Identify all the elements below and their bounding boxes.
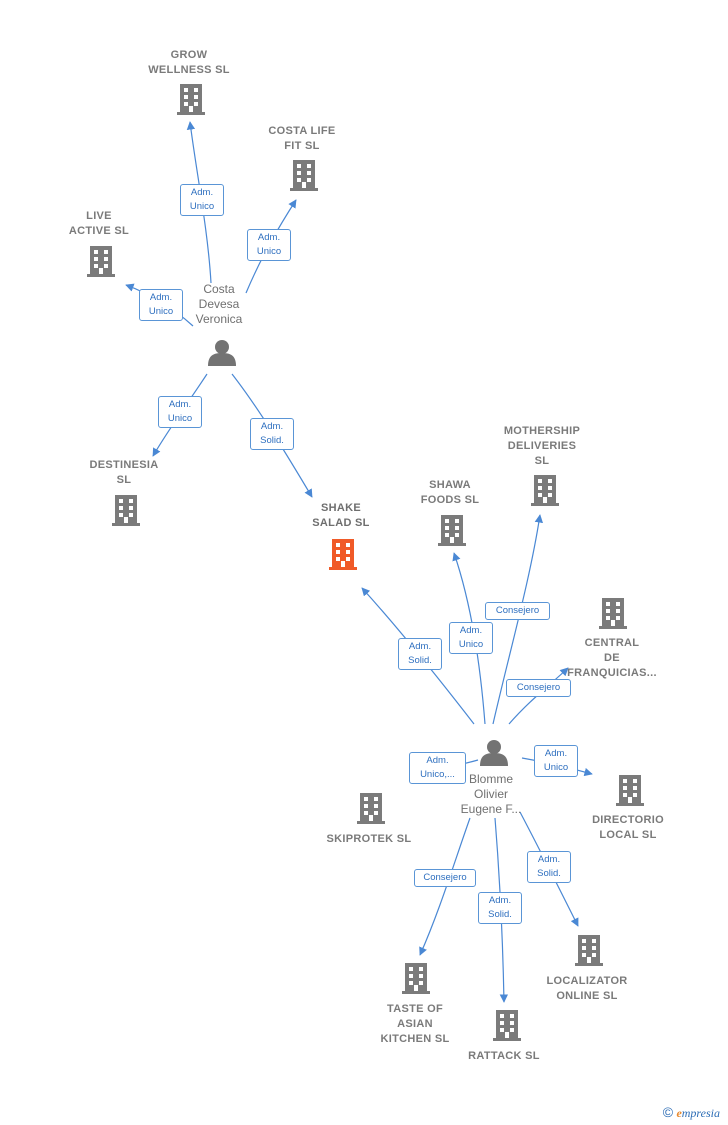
company-label-taste[interactable]: TASTE OF ASIAN KITCHEN SL <box>380 1003 450 1045</box>
edge-label-blomme-localizator[interactable]: Adm. Solid. <box>527 851 571 883</box>
edge-label-blomme-shake[interactable]: Adm. Solid. <box>398 638 442 670</box>
company-label-destinesia[interactable]: DESTINESIA SL <box>89 459 159 486</box>
company-label-rattack[interactable]: RATTACK SL <box>468 1050 540 1062</box>
blomme-person-icon[interactable] <box>480 740 508 766</box>
edge-label-costa-shake[interactable]: Adm. Solid. <box>250 418 294 450</box>
live-building-icon[interactable] <box>87 246 115 277</box>
costa-person-icon[interactable] <box>208 340 236 366</box>
company-label-shake[interactable]: SHAKE SALAD SL <box>312 502 370 529</box>
edge-label-blomme-mothership[interactable]: Consejero <box>485 602 550 620</box>
central-building-icon[interactable] <box>599 598 627 629</box>
mothership-building-icon[interactable] <box>531 475 559 506</box>
grow-building-icon[interactable] <box>177 84 205 115</box>
company-label-shawa[interactable]: SHAWA FOODS SL <box>420 479 480 506</box>
skiprotek-building-icon[interactable] <box>357 793 385 824</box>
edge-label-blomme-directorio[interactable]: Adm. Unico <box>534 745 578 777</box>
edge-label-costa-live[interactable]: Adm. Unico <box>139 289 183 321</box>
edge-label-blomme-taste[interactable]: Consejero <box>414 869 476 887</box>
edge-label-blomme-shawa[interactable]: Adm. Unico <box>449 622 493 654</box>
company-label-directorio[interactable]: DIRECTORIO LOCAL SL <box>592 814 664 841</box>
company-label-central[interactable]: CENTRAL DE FRANQUICIAS... <box>567 637 657 679</box>
shake-building-icon[interactable] <box>329 539 357 570</box>
edge-label-blomme-central[interactable]: Consejero <box>506 679 571 697</box>
rattack-building-icon[interactable] <box>493 1010 521 1041</box>
directorio-building-icon[interactable] <box>616 775 644 806</box>
destinesia-building-icon[interactable] <box>112 495 140 526</box>
copyright-symbol: © <box>662 1104 674 1120</box>
company-label-skiprotek[interactable]: SKIPROTEK SL <box>326 833 412 845</box>
footer-brand: © empresia <box>663 1104 720 1121</box>
localizator-building-icon[interactable] <box>575 935 603 966</box>
company-label-mothership[interactable]: MOTHERSHIP DELIVERIES SL <box>503 425 581 467</box>
brand-logo[interactable]: empresia <box>676 1106 720 1120</box>
person-label-costa[interactable]: Costa Devesa Veronica <box>195 282 243 326</box>
edge-label-costa-costalife[interactable]: Adm. Unico <box>247 229 291 261</box>
company-icons <box>87 84 644 1041</box>
edges <box>125 121 593 1003</box>
shawa-building-icon[interactable] <box>438 515 466 546</box>
costalife-building-icon[interactable] <box>290 160 318 191</box>
person-label-blomme[interactable]: Blomme Olivier Eugene F... <box>460 772 522 816</box>
edge-label-costa-grow[interactable]: Adm. Unico <box>180 184 224 216</box>
company-label-costalife[interactable]: COSTA LIFE FIT SL <box>268 125 336 152</box>
company-label-live[interactable]: LIVE ACTIVE SL <box>68 210 130 237</box>
company-label-localizator[interactable]: LOCALIZATOR ONLINE SL <box>546 975 628 1002</box>
company-label-grow[interactable]: GROW WELLNESS SL <box>148 49 230 76</box>
edge-label-blomme-rattack[interactable]: Adm. Solid. <box>478 892 522 924</box>
edge-label-costa-destinesia[interactable]: Adm. Unico <box>158 396 202 428</box>
edge-label-blomme-skiprotek[interactable]: Adm. Unico,... <box>409 752 466 784</box>
taste-building-icon[interactable] <box>402 963 430 994</box>
